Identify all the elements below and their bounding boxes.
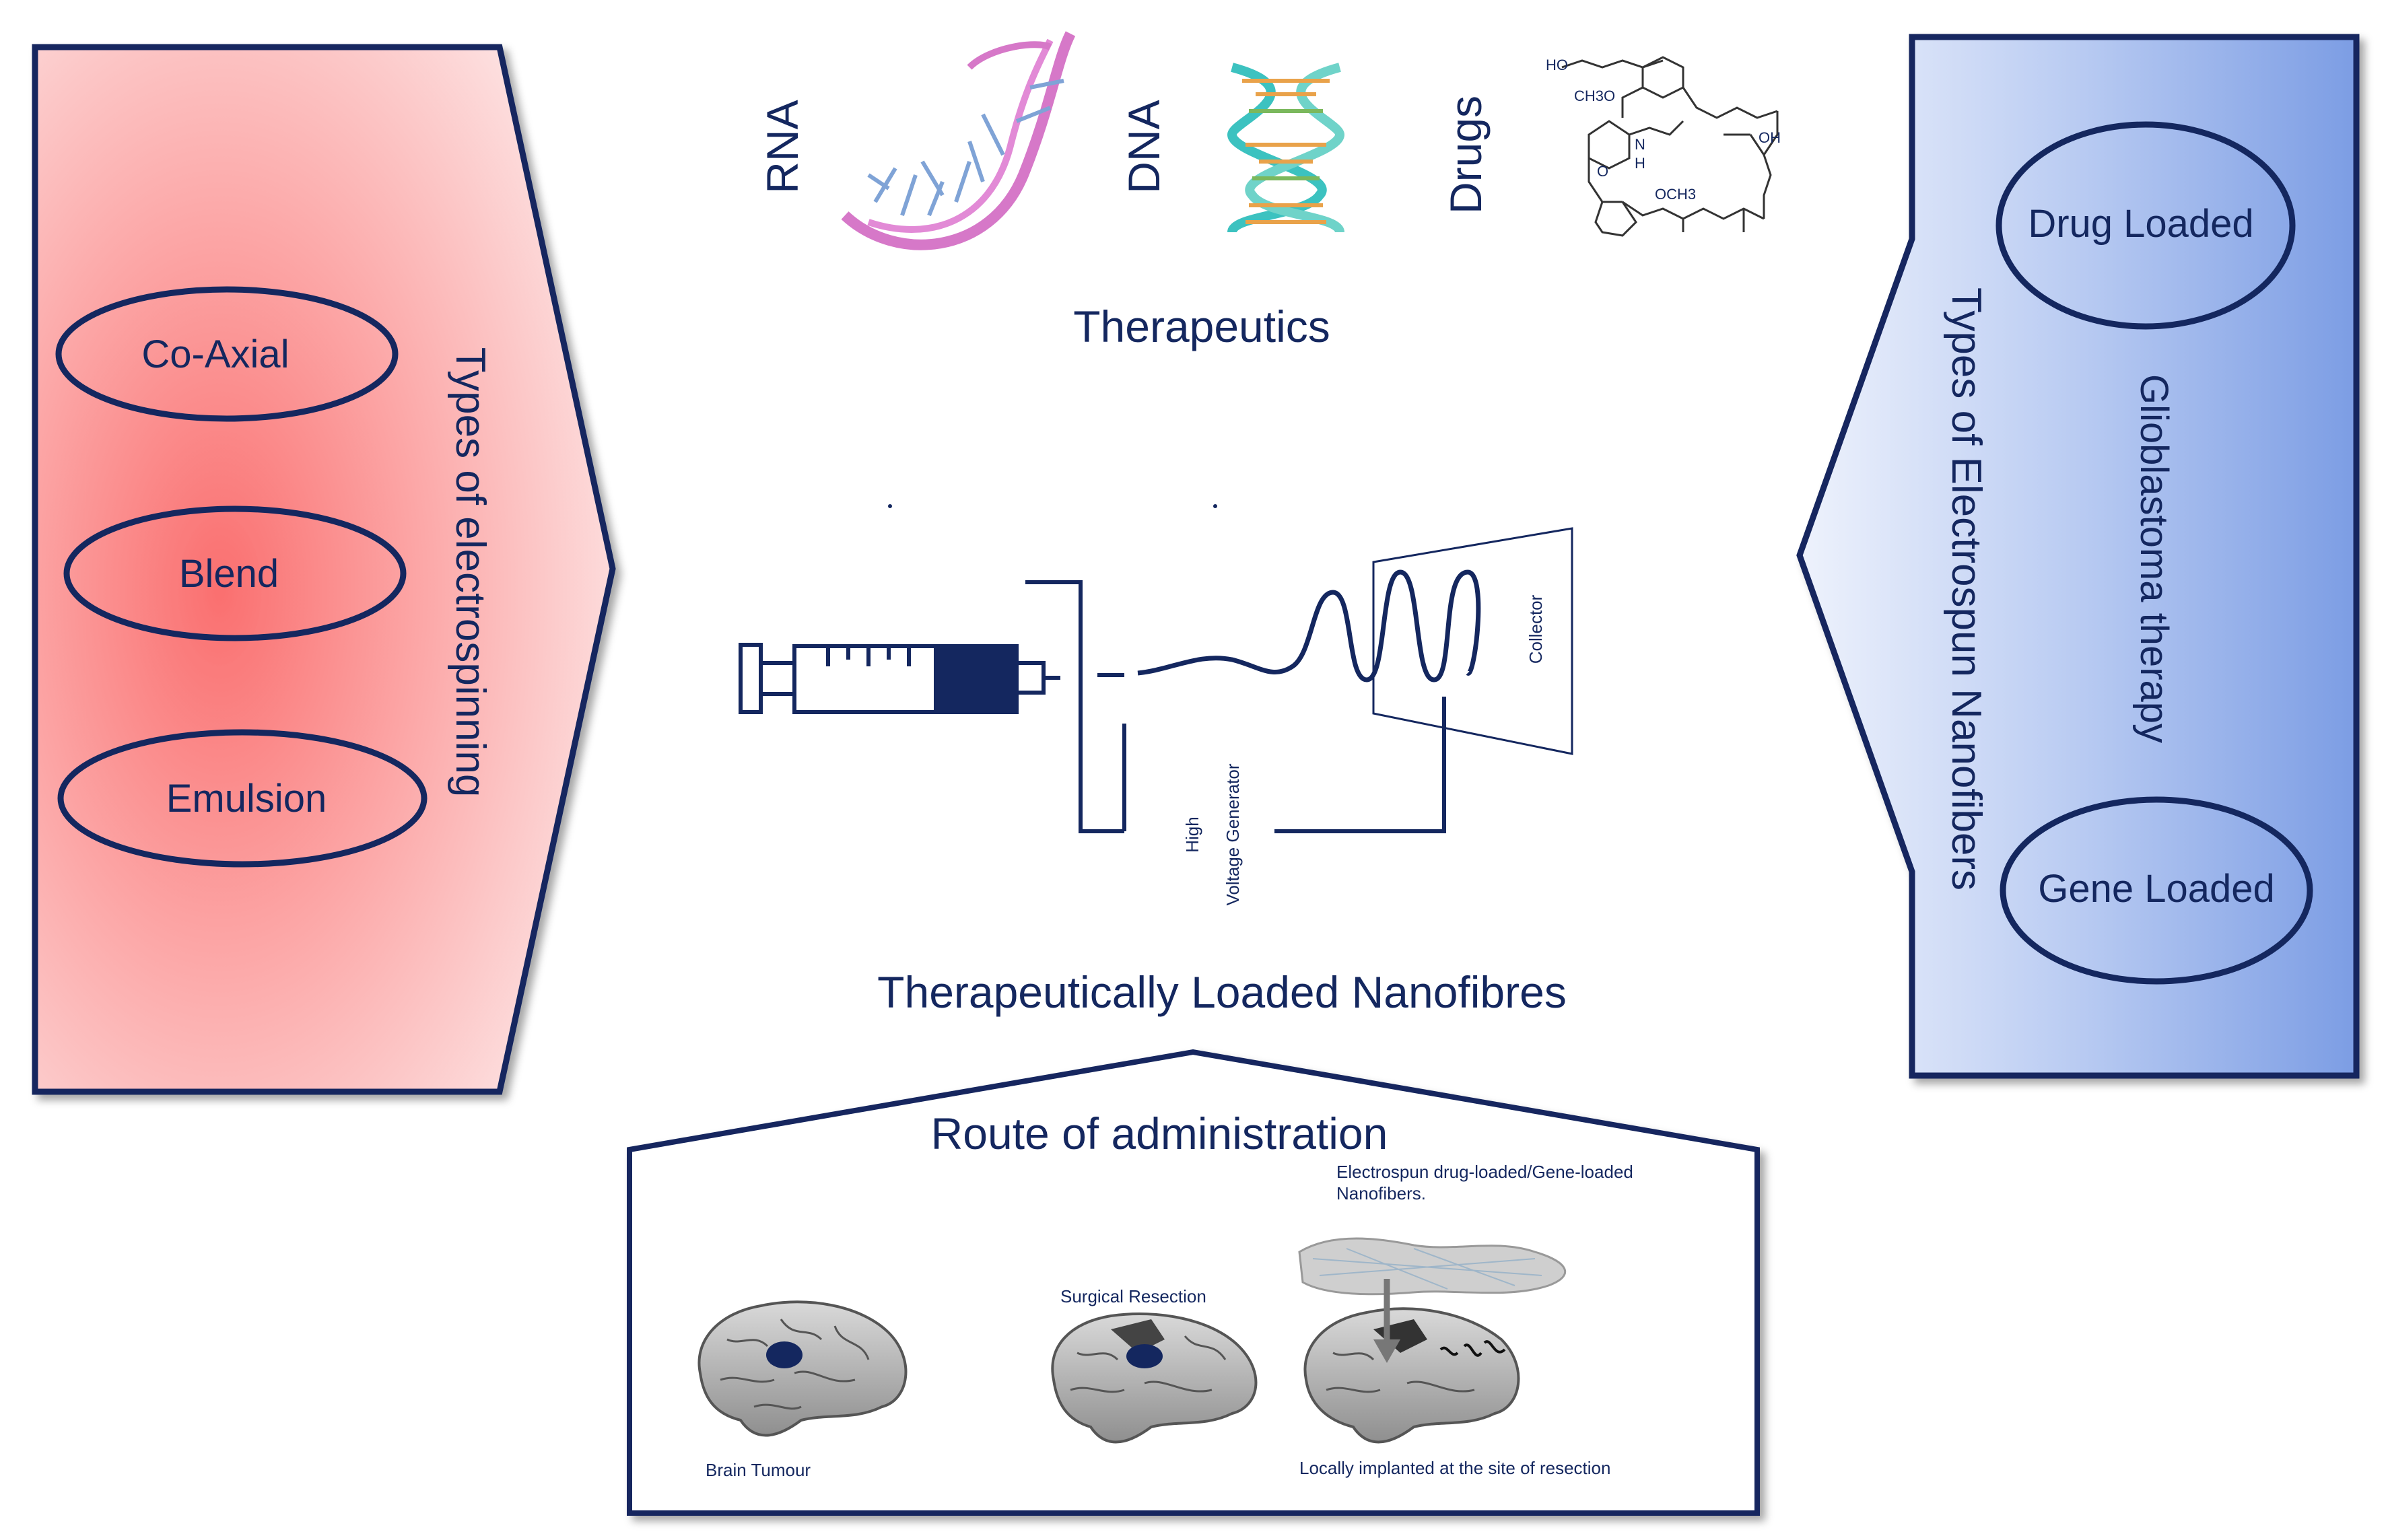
surgical-resection-illustration [1051, 1312, 1258, 1444]
collector-plate [1372, 527, 1573, 755]
collector-label: Collector [1526, 594, 1546, 664]
chem-label-och3: OCH3 [1655, 186, 1696, 203]
chem-label-ho: HO [1546, 57, 1568, 73]
implanted-caption: Locally implanted at the site of resecti… [1299, 1458, 1610, 1478]
route-title: Route of administration [931, 1109, 1388, 1158]
chem-label-ch3o: CH3O [1574, 88, 1615, 104]
electrospinning-setup: Collector High Voltage Generator Therape… [739, 504, 1573, 1017]
drug-loaded-label: Drug Loaded [2028, 202, 2253, 246]
tumour-mark [766, 1341, 803, 1368]
nanofibres-caption: Therapeutically Loaded Nanofibres [877, 967, 1567, 1017]
therapeutics-group: RNA DNA Drug [757, 31, 1781, 351]
emulsion-label: Emulsion [166, 777, 327, 820]
drug-molecule-icon [1561, 56, 1779, 237]
generator-wire-left [1025, 580, 1124, 833]
right-panel: Drug Loaded Gene Loaded Types of Electro… [1796, 34, 2360, 1079]
drug-loaded-oval [1995, 121, 2296, 330]
blend-oval [63, 505, 407, 641]
brain-tumour-illustration [697, 1300, 908, 1437]
therapeutics-caption: Therapeutics [1073, 302, 1330, 351]
right-panel-title: Types of Electrospun Nanofibers [1943, 287, 1989, 890]
route-panel: Route of administration Brain Tumour Sur… [627, 1049, 1760, 1516]
fiber-jet [1137, 569, 1481, 682]
chem-label-oh: OH [1759, 129, 1781, 146]
gene-loaded-oval [2000, 796, 2313, 985]
tumour-caption: Brain Tumour [706, 1460, 811, 1480]
generator-label-2: Voltage Generator [1223, 763, 1243, 905]
chem-label-o: O [1597, 163, 1608, 180]
glioblastoma-label: Glioblastoma therapy [2132, 374, 2176, 743]
gene-loaded-label: Gene Loaded [2038, 867, 2275, 911]
rna-icon [841, 31, 1076, 250]
blend-label: Blend [179, 552, 279, 596]
co-axial-oval [55, 286, 399, 422]
generator-wire-right [1274, 697, 1446, 833]
implant-illustration [1298, 1237, 1566, 1444]
co-axial-label: Co-Axial [141, 332, 289, 376]
left-panel: Co-Axial Blend Emulsion Types of electro… [32, 44, 616, 1095]
rna-label: RNA [757, 100, 807, 193]
left-panel-title: Types of electrospinning [447, 347, 493, 798]
surgical-caption: Surgical Resection [1060, 1286, 1206, 1306]
resection-mark [1126, 1344, 1163, 1368]
dna-icon [1227, 63, 1345, 234]
chem-label-n: N [1635, 136, 1645, 153]
chem-label-h: H [1635, 155, 1645, 172]
dna-label: DNA [1119, 100, 1169, 193]
drugs-label: Drugs [1441, 96, 1491, 214]
emulsion-oval [57, 729, 428, 868]
generator-label-1: High [1182, 816, 1202, 852]
syringe-icon [739, 643, 1060, 714]
